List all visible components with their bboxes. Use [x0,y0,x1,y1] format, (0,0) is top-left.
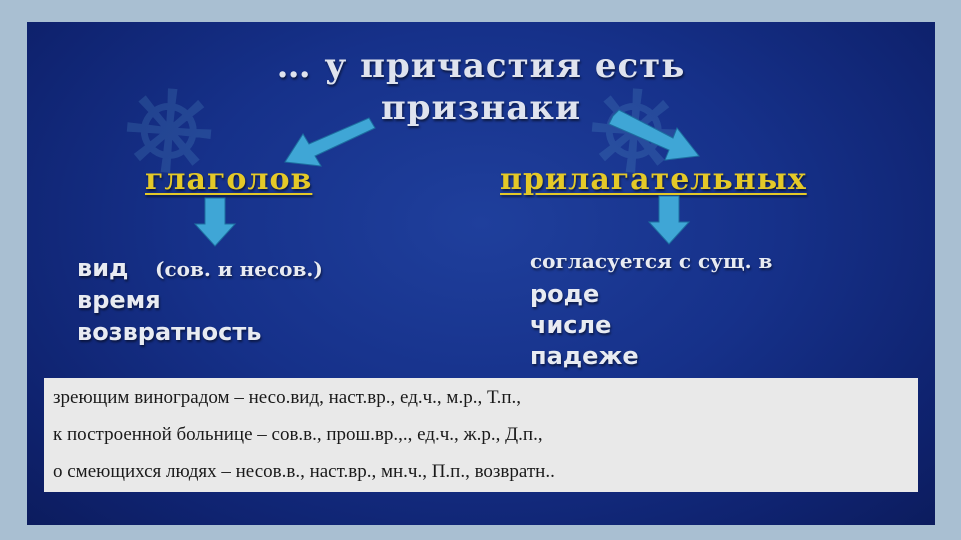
adj-feature-number: числе [530,311,612,339]
arrow-down-left-icon [193,197,237,247]
adj-feature-agreement: согласуется с сущ. в [530,249,773,273]
verb-feature-reflexive: возвратность [77,318,262,346]
verb-feature-aspect: вид [77,254,129,282]
examples-box: зреющим виноградом – несо.вид, наст.вр.,… [44,378,918,492]
title-line-2: признаки [380,88,582,128]
example-line: зреющим виноградом – несо.вид, наст.вр.,… [53,387,522,408]
slide: ⎈ ⎈ … у причастия есть признаки глаголов… [27,22,935,525]
example-line: к построенной больнице – сов.в., прош.вр… [53,424,543,445]
title-line-1: … у причастия есть [276,46,686,86]
example-line: о смеющихся людях – несов.в., наст.вр., … [53,461,555,482]
verb-feature-tense: время [77,286,161,314]
adj-feature-case: падеже [530,342,639,370]
heading-adjectives: прилагательных [500,162,807,197]
adj-feature-gender: роде [530,280,600,308]
verb-feature-aspect-note: (сов. и несов.) [155,257,323,281]
arrow-right-diagonal-icon [608,109,700,161]
arrow-down-right-icon [647,195,691,245]
heading-verbs: глаголов [145,162,313,197]
arrow-left-diagonal-icon [284,117,376,167]
